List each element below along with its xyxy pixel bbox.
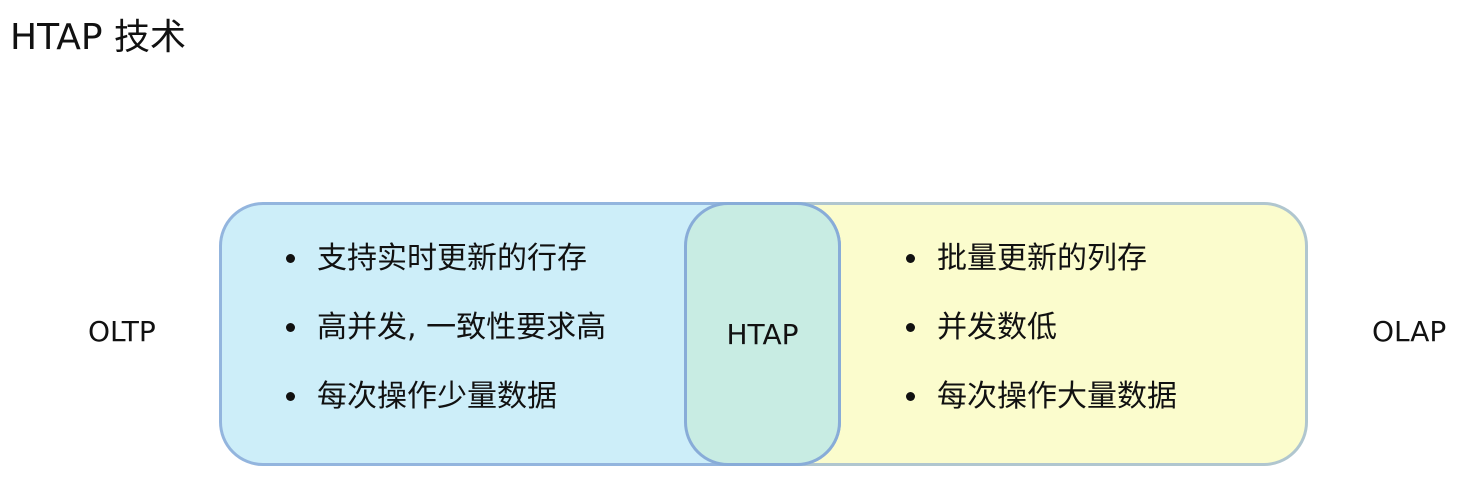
list-item: 批量更新的列存	[906, 224, 1177, 293]
list-item: 支持实时更新的行存	[286, 224, 606, 293]
bullet-icon	[286, 392, 295, 401]
htap-region: HTAP	[684, 202, 841, 466]
olap-label: OLAP	[1372, 315, 1447, 348]
page-title: HTAP 技术	[10, 17, 187, 58]
list-item: 每次操作少量数据	[286, 362, 606, 431]
bullet-icon	[286, 323, 295, 332]
list-item: 并发数低	[906, 293, 1177, 362]
olap-feature-list: 批量更新的列存 并发数低 每次操作大量数据	[906, 224, 1177, 431]
bullet-icon	[906, 323, 915, 332]
list-item: 每次操作大量数据	[906, 362, 1177, 431]
bullet-icon	[906, 392, 915, 401]
bullet-icon	[906, 254, 915, 263]
htap-label: HTAP	[726, 317, 799, 351]
list-item: 高并发, 一致性要求高	[286, 293, 606, 362]
oltp-feature-list: 支持实时更新的行存 高并发, 一致性要求高 每次操作少量数据	[286, 224, 606, 431]
oltp-label: OLTP	[88, 315, 156, 348]
bullet-icon	[286, 254, 295, 263]
